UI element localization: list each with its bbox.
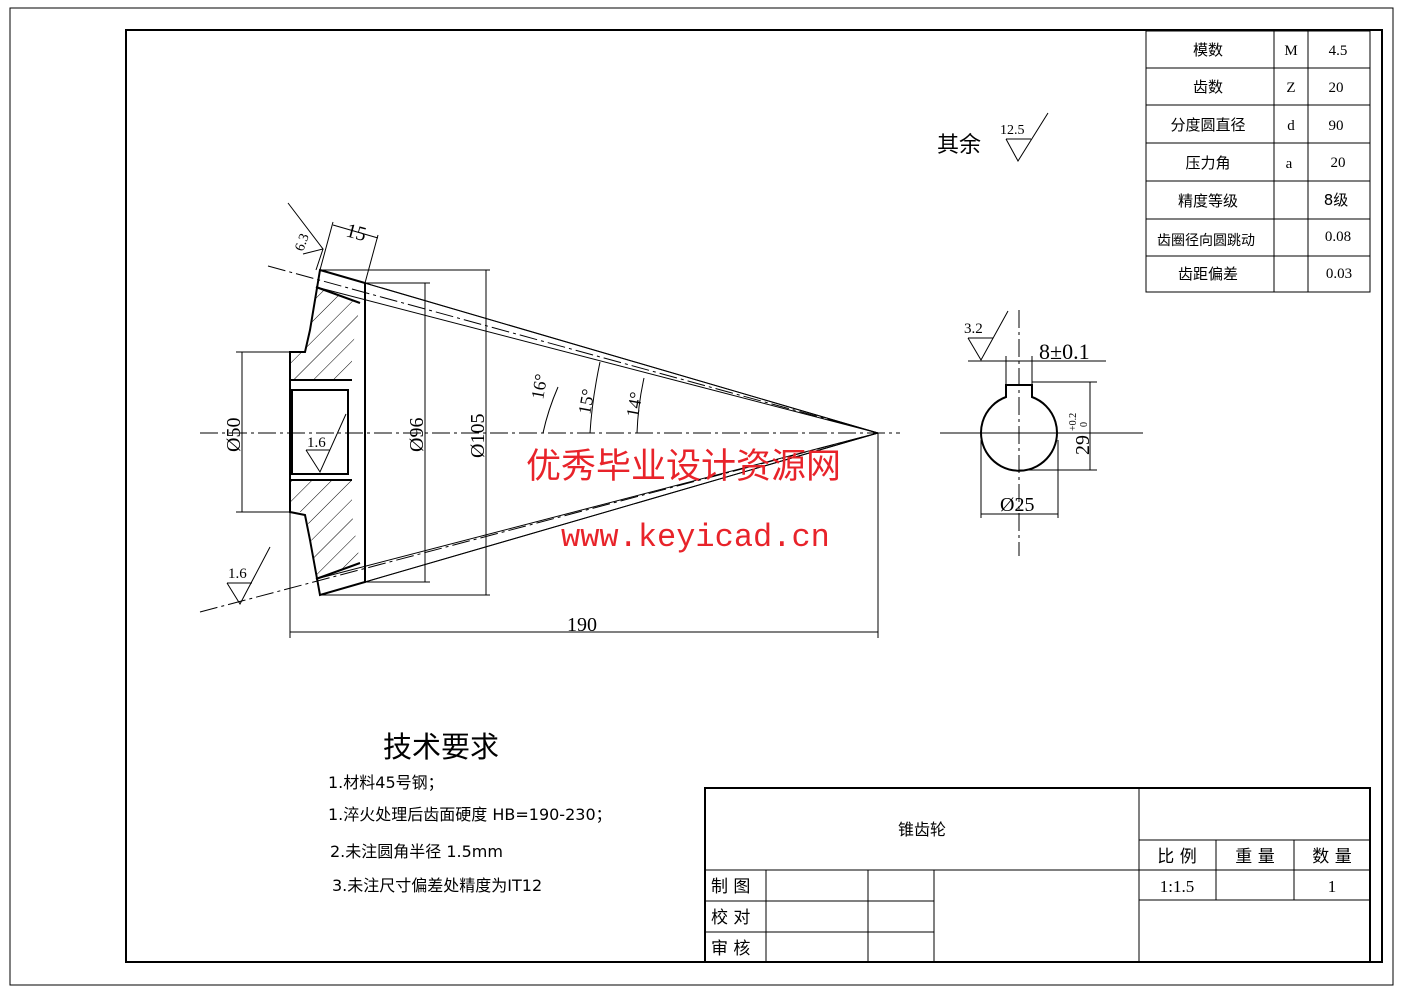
- roughness-bore: 1.6: [307, 435, 326, 451]
- cone-angle-15: 15°: [574, 387, 598, 415]
- dim-shaft-diameter: Ø25: [1000, 494, 1034, 516]
- param-symbol: a: [1286, 156, 1293, 172]
- shaft-keyway-outline: [980, 384, 1058, 472]
- dim-length: 190: [567, 614, 597, 636]
- tech-req-item: 2.未注圆角半径 1.5mm: [330, 842, 503, 861]
- roughness-value: 12.5: [1000, 123, 1025, 138]
- bore: [291, 389, 349, 475]
- dim-diameter-105: Ø105: [467, 414, 489, 458]
- param-value: 8级: [1324, 191, 1349, 209]
- roughness-top: 6.3: [293, 232, 313, 254]
- title-block: 锥齿轮 比 例 重 量 数 量 1:1.5 1 制 图 校 对 审 核: [704, 787, 1371, 963]
- param-name: 压力角: [1185, 154, 1230, 172]
- dim-bore-diameter: Ø50: [223, 418, 245, 452]
- dim-line-96: [365, 282, 430, 583]
- roughness-symbol-icon: [226, 546, 271, 606]
- dim-line-105: [320, 269, 490, 596]
- quantity-value: 1: [1328, 877, 1337, 896]
- param-value: 0.03: [1326, 266, 1352, 282]
- dim-line-190: [289, 433, 879, 638]
- param-name: 齿距偏差: [1178, 265, 1238, 283]
- watermark-url: www.keyicad.cn: [561, 519, 830, 556]
- param-symbol: d: [1287, 118, 1295, 134]
- param-name: 分度圆直径: [1170, 116, 1245, 134]
- gear-outline: [289, 268, 366, 597]
- param-value: 20: [1329, 80, 1344, 96]
- dim-key-width: 8±0.1: [1039, 339, 1090, 364]
- roughness-keyway: 3.2: [964, 321, 983, 337]
- param-name: 模数: [1193, 41, 1223, 59]
- tech-req-item: 1.材料45号钢；: [328, 773, 444, 792]
- roughness-bottom: 1.6: [228, 566, 247, 582]
- quantity-label: 数 量: [1312, 847, 1351, 867]
- gear-parameter-table: 模数 M 4.5 齿数 Z 20 分度圆直径 d 90 压力角 a 20 精度等…: [1145, 30, 1371, 293]
- param-name: 齿数: [1193, 78, 1223, 96]
- weight-label: 重 量: [1235, 847, 1274, 867]
- dim-key-depth: 29: [1072, 435, 1094, 455]
- general-roughness-note: 其余 12.5: [937, 112, 1049, 162]
- dim-key-depth-lower-tol: 0: [1079, 422, 1090, 427]
- param-value: 20: [1331, 155, 1346, 171]
- dim-diameter-96: Ø96: [406, 418, 428, 452]
- dim-line-50: [236, 351, 290, 513]
- section-hatch-bottom: [290, 480, 360, 579]
- param-value: 4.5: [1329, 43, 1348, 59]
- other-surfaces-label: 其余: [937, 133, 981, 158]
- scale-value: 1:1.5: [1160, 877, 1194, 896]
- outer-border: [9, 7, 1394, 986]
- gear-section-view: 16° 15° 14° Ø50 Ø96 Ø105 190 15 6.3 1.6 …: [199, 202, 900, 638]
- param-name: 精度等级: [1178, 192, 1238, 210]
- param-value: 90: [1329, 118, 1344, 134]
- roughness-symbol-icon: [1005, 112, 1049, 162]
- cone-angle-14: 14°: [622, 390, 646, 418]
- param-symbol: Z: [1286, 80, 1295, 96]
- reviewed-by-label: 审 核: [711, 939, 750, 959]
- tech-req-title: 技术要求: [383, 730, 499, 764]
- param-value: 0.08: [1325, 229, 1351, 245]
- part-name: 锥齿轮: [898, 820, 946, 839]
- watermark-title: 优秀毕业设计资源网: [526, 447, 841, 487]
- checked-by-label: 校 对: [711, 908, 750, 928]
- technical-requirements: 技术要求 1.材料45号钢； 1.淬火处理后齿面硬度 HB=190-230； 2…: [328, 730, 612, 895]
- dim-key-depth-upper-tol: +0.2: [1068, 413, 1079, 431]
- scale-label: 比 例: [1157, 847, 1196, 867]
- param-symbol: M: [1284, 43, 1297, 59]
- section-hatch-top: [290, 287, 360, 380]
- tech-req-item: 3.未注尺寸偏差处精度为IT12: [332, 876, 542, 895]
- drawn-by-label: 制 图: [711, 877, 750, 897]
- param-name: 齿圈径向圆跳动: [1157, 233, 1255, 249]
- tech-req-item: 1.淬火处理后齿面硬度 HB=190-230；: [328, 805, 612, 824]
- roughness-symbol-icon: [967, 310, 1009, 362]
- keyway-section-view: 8±0.1 29 +0.2 0 Ø25 3.2: [940, 310, 1143, 556]
- cone-angle-16: 16°: [527, 372, 551, 400]
- roughness-symbol-icon: [305, 413, 347, 474]
- dim-face-width: 15: [344, 220, 369, 246]
- roughness-symbol-icon: [287, 202, 324, 271]
